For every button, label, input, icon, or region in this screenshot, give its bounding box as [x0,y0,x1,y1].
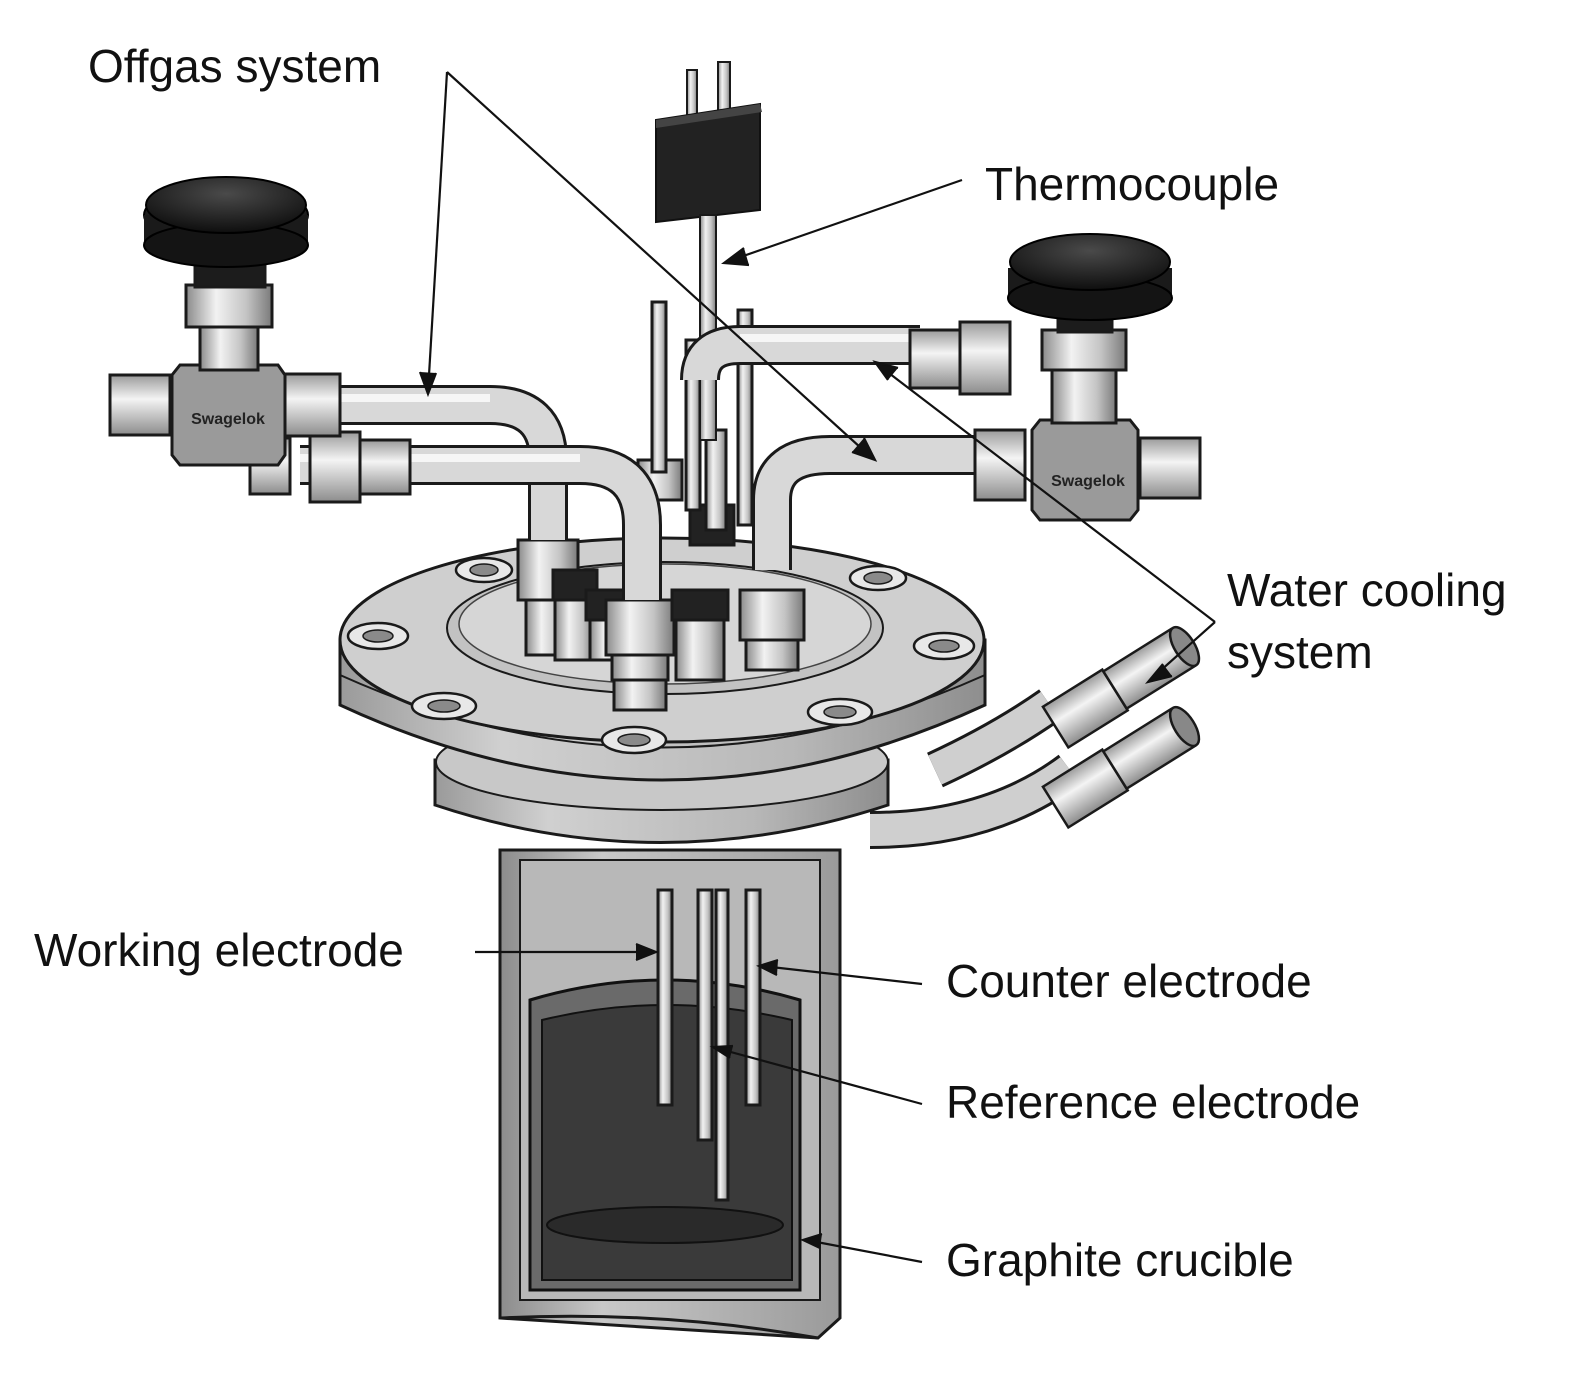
top-fittings [516,458,806,712]
leader-thermocouple [725,178,963,264]
arrowhead-working [635,942,659,962]
arrowhead-water-upper [872,360,899,381]
valve-right-brand: Swagelok [1051,473,1125,490]
leader-water-upper [876,363,1216,623]
label-offgas-system: Offgas system [88,40,382,92]
offgas-tubing-right [680,325,990,570]
leader-offgas-left [426,71,449,393]
leader-offgas-right [446,71,873,459]
bolt-holes [346,556,976,755]
arrowhead-water-lower [1144,663,1173,684]
arrowhead-offgas-left [418,371,438,398]
label-graphite-crucible: Graphite crucible [946,1234,1294,1286]
label-thermocouple: Thermocouple [985,158,1280,210]
label-working-electrode: Working electrode [34,924,404,976]
leader-lines [418,71,1216,1264]
valve-right: Swagelok [1007,233,1202,522]
arrowhead-offgas-right [851,437,878,462]
label-counter-electrode: Counter electrode [946,955,1312,1007]
water-cooling-hoses [869,625,1201,849]
valve-left-brand: Swagelok [191,411,265,428]
arrowhead-crucible [799,1232,823,1249]
thermocouple-assembly [655,61,762,441]
arrowhead-thermocouple [721,247,750,267]
electrode-rods-lower [656,888,762,1202]
offgas-fittings-right [908,320,1027,502]
leader-reference [715,1046,923,1106]
leader-counter [761,964,923,986]
label-reference-electrode: Reference electrode [946,1076,1361,1128]
arrowhead-reference [709,1044,734,1059]
label-water-cooling-line1: Water cooling [1227,564,1507,616]
leader-crucible [805,1238,923,1264]
label-water-cooling-line2: system [1227,626,1373,678]
offgas-tubing-left [300,385,662,600]
arrowhead-counter [756,958,779,976]
valve-left: Swagelok [108,176,309,467]
